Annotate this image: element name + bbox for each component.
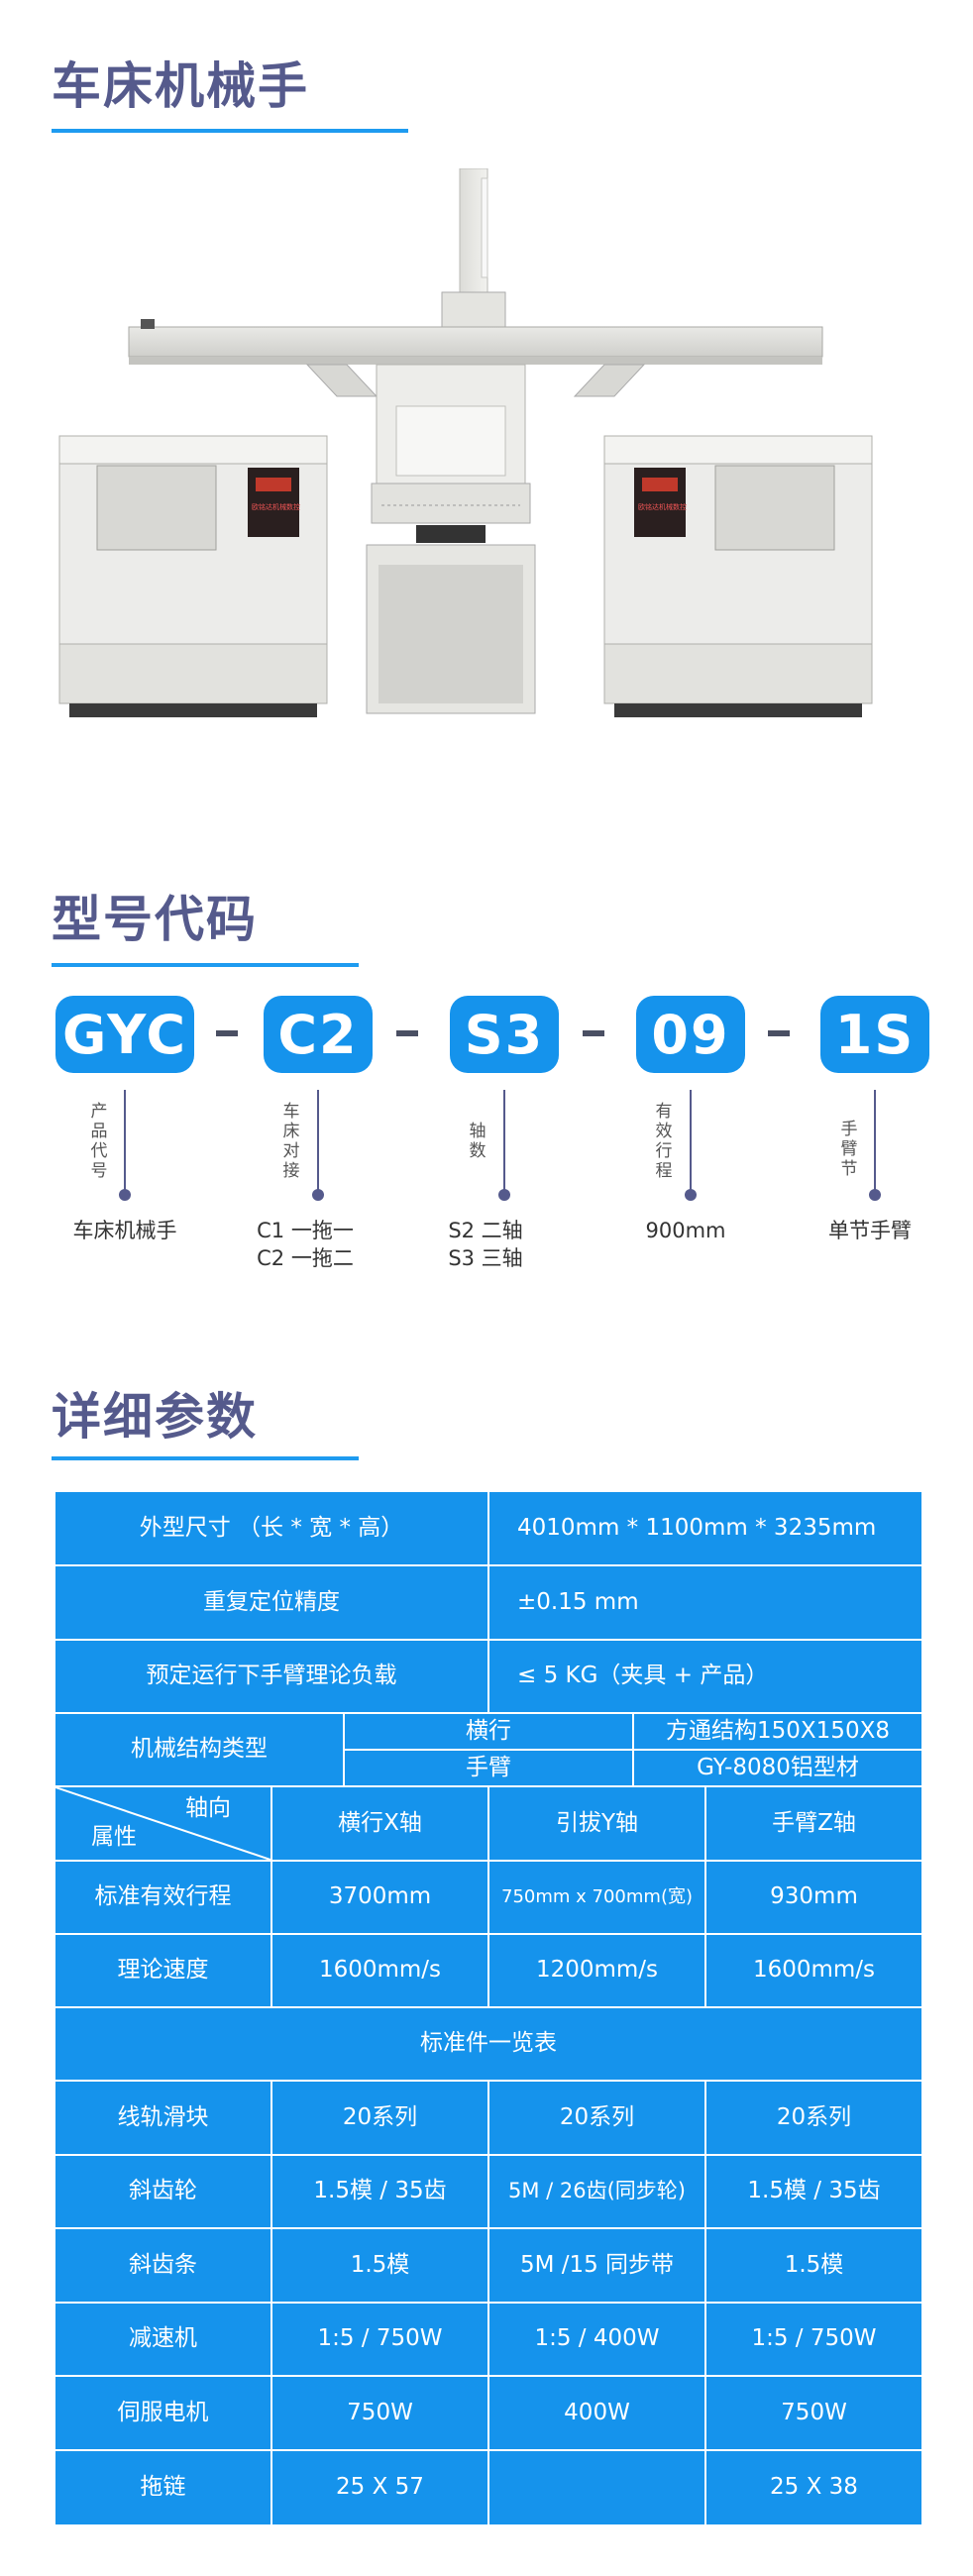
code-dash [768,1030,790,1036]
spec-label-precision: 重复定位精度 [55,1566,489,1641]
std-rail-y: 20系列 [489,2082,706,2156]
code-label-axis: 轴数 [469,1122,486,1161]
diagonal-divider [55,1787,270,1860]
code-label-stroke: 有效行程 [655,1102,673,1181]
std-chain-y [489,2451,706,2526]
spec-stroke-y: 750mm x 700mm(宽) [489,1862,706,1935]
code-desc-arm: 单节手臂 [828,1219,912,1242]
std-label-servo: 伺服电机 [55,2377,272,2451]
code-connector [690,1090,692,1191]
std-chain-x: 25 X 57 [272,2451,489,2526]
std-gear-y: 5M / 26齿(同步轮) [489,2156,706,2229]
code-connector [124,1090,126,1191]
code-connector [317,1090,319,1191]
spec-label-structure: 机械结构类型 [55,1714,345,1787]
spec-sub-traverse: 横行 [345,1714,634,1751]
spec-header-corner: 轴向 属性 [55,1787,272,1862]
spec-std-title: 标准件一览表 [55,2008,923,2082]
code-pill-1s: 1S [820,996,929,1073]
code-desc-product: 车床机械手 [72,1219,177,1242]
code-connector [503,1090,505,1191]
code-pill-s3: S3 [450,996,559,1073]
code-pill-09: 09 [636,996,745,1073]
spec-stroke-z: 930mm [706,1862,923,1935]
spec-value-load: ≤ 5 KG（夹具 + 产品） [489,1641,923,1714]
std-rack-z: 1.5模 [706,2229,923,2304]
code-dash [216,1030,238,1036]
spec-header-attr: 属性 [91,1824,137,1851]
code-dot [685,1189,697,1201]
spec-value-dimensions: 4010mm * 1100mm * 3235mm [489,1492,923,1566]
std-servo-z: 750W [706,2377,923,2451]
spec-header-z: 手臂Z轴 [706,1787,923,1862]
std-gear-z: 1.5模 / 35齿 [706,2156,923,2229]
std-label-rail: 线轨滑块 [55,2082,272,2156]
panel-text-right: 欧铭达机械数控 [638,502,687,511]
code-desc-lathe: C1 一拖一 C2 一拖二 [257,1219,354,1270]
std-label-rack: 斜齿条 [55,2229,272,2304]
std-reducer-z: 1:5 / 750W [706,2304,923,2377]
std-reducer-y: 1:5 / 400W [489,2304,706,2377]
spec-label-stroke: 标准有效行程 [55,1862,272,1935]
spec-speed-y: 1200mm/s [489,1935,706,2008]
code-dot [869,1189,881,1201]
std-gear-x: 1.5模 / 35齿 [272,2156,489,2229]
spec-label-dimensions: 外型尺寸 （长 * 宽 * 高） [55,1492,489,1566]
std-label-chain: 拖链 [55,2451,272,2526]
spec-value-precision: ±0.15 mm [489,1566,923,1641]
std-chain-z: 25 X 38 [706,2451,923,2526]
panel-text-left: 欧铭达机械数控 [252,502,300,511]
spec-header-axis: 轴向 [185,1795,231,1821]
spec-label-speed: 理论速度 [55,1935,272,2008]
lathe-manipulator-image: 欧铭达机械数控 欧铭达机械数控 [58,168,873,717]
std-rail-z: 20系列 [706,2082,923,2156]
code-dot [312,1189,324,1201]
code-desc-stroke: 900mm [645,1219,726,1242]
std-rack-y: 5M /15 同步带 [489,2229,706,2304]
code-label-arm: 手臂节 [840,1120,858,1179]
std-reducer-x: 1:5 / 750W [272,2304,489,2377]
std-servo-x: 750W [272,2377,489,2451]
section-underline [52,963,359,967]
code-connector [874,1090,876,1191]
code-dash [583,1030,604,1036]
code-desc-axis: S2 二轴 S3 三轴 [448,1219,523,1270]
spec-speed-x: 1600mm/s [272,1935,489,2008]
code-dash [396,1030,418,1036]
code-label-product: 产品代号 [90,1102,108,1181]
section-title-machine: 车床机械手 [52,57,309,115]
code-pill-c2: C2 [264,996,373,1073]
std-rail-x: 20系列 [272,2082,489,2156]
std-rack-x: 1.5模 [272,2229,489,2304]
code-dot [498,1189,510,1201]
section-underline [52,129,408,133]
section-underline [52,1456,359,1460]
spec-label-load: 预定运行下手臂理论负载 [55,1641,489,1714]
spec-header-y: 引拔Y轴 [489,1787,706,1862]
std-servo-y: 400W [489,2377,706,2451]
code-dot [119,1189,131,1201]
std-label-reducer: 减速机 [55,2304,272,2377]
section-title-model-code: 型号代码 [52,891,258,948]
spec-sub-arm: 手臂 [345,1751,634,1787]
code-label-lathe: 车床对接 [282,1102,300,1181]
spec-structure-val1: 方通结构150X150X8 [634,1714,923,1751]
std-label-gear: 斜齿轮 [55,2156,272,2229]
section-title-specs: 详细参数 [52,1388,258,1446]
spec-header-x: 横行X轴 [272,1787,489,1862]
spec-structure-val2: GY-8080铝型材 [634,1751,923,1787]
spec-table: 外型尺寸 （长 * 宽 * 高） 4010mm * 1100mm * 3235m… [55,1492,923,2526]
spec-speed-z: 1600mm/s [706,1935,923,2008]
code-pill-gyc: GYC [55,996,194,1073]
spec-stroke-x: 3700mm [272,1862,489,1935]
